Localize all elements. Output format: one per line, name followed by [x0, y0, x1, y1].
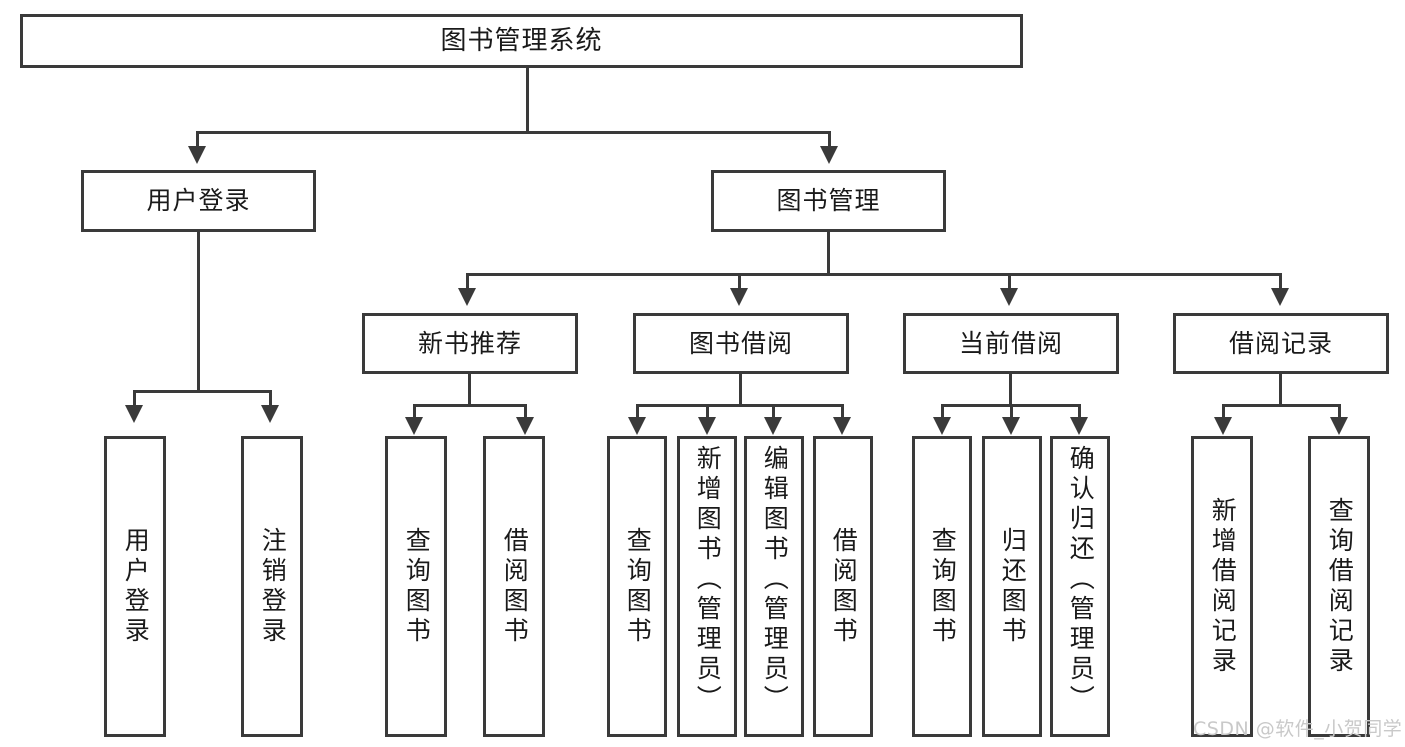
node-root-library-management-system[interactable]: 图书管理系统	[20, 14, 1023, 68]
node-label: 图书管理系统	[440, 25, 603, 56]
node-label: 用户登录	[121, 526, 151, 647]
connector-book-manage-to-book-borrow	[738, 273, 741, 289]
connector-root-bar	[196, 131, 830, 134]
node-label: 用户登录	[146, 186, 251, 216]
arrow-book-borrow-to-leaf-2	[698, 417, 716, 435]
arrow-book-manage-to-book-borrow	[730, 288, 748, 306]
connector-book-manage-to-borrow-record	[1279, 273, 1282, 289]
connector-book-borrow-to-leaf-4	[841, 404, 844, 418]
node-label: 归还图书	[998, 526, 1028, 647]
connector-borrow-record-stem	[1279, 374, 1282, 406]
node-label: 图书借阅	[688, 328, 793, 358]
arrow-current-borrow-to-leaf-3	[1070, 417, 1088, 435]
connector-new-book-bar	[413, 404, 527, 407]
node-current-borrow[interactable]: 当前借阅	[903, 313, 1119, 374]
arrow-new-book-to-leaf-1	[405, 417, 423, 435]
connector-user-login-to-leaf-2	[269, 390, 272, 406]
leaf-borrow-record-query-record[interactable]: 查询借阅记录	[1308, 436, 1370, 737]
connector-root-stem	[526, 68, 529, 131]
arrow-user-login-to-leaf-2	[261, 405, 279, 423]
node-label: 查询图书	[623, 526, 653, 647]
arrow-new-book-to-leaf-2	[516, 417, 534, 435]
node-borrow-record[interactable]: 借阅记录	[1173, 313, 1389, 374]
node-label: 借阅图书	[500, 526, 530, 647]
arrow-current-borrow-to-leaf-2	[1002, 417, 1020, 435]
connector-book-borrow-stem	[739, 374, 742, 406]
connector-current-borrow-stem	[1009, 374, 1012, 406]
node-book-management[interactable]: 图书管理	[711, 170, 946, 232]
arrow-book-borrow-to-leaf-3	[764, 417, 782, 435]
node-label: 查询借阅记录	[1325, 496, 1355, 677]
arrow-book-borrow-to-leaf-4	[833, 417, 851, 435]
connector-book-borrow-bar	[636, 404, 844, 407]
node-user-login[interactable]: 用户登录	[81, 170, 316, 232]
watermark-csdn: CSDN @软件_小贺同学	[1193, 718, 1403, 740]
leaf-book-borrow-add-book[interactable]: 新增图书（管理员）	[677, 436, 737, 737]
node-label: 新增图书（管理员）	[693, 445, 723, 715]
node-new-book-recommend[interactable]: 新书推荐	[362, 313, 578, 374]
leaf-book-borrow-query-book[interactable]: 查询图书	[607, 436, 667, 737]
arrow-borrow-record-to-leaf-1	[1214, 417, 1232, 435]
connector-borrow-record-to-leaf-1	[1222, 404, 1225, 418]
arrow-book-manage-to-borrow-record	[1271, 288, 1289, 306]
node-label: 注销登录	[258, 526, 288, 647]
leaf-book-borrow-borrow-book[interactable]: 借阅图书	[813, 436, 873, 737]
arrow-borrow-record-to-leaf-2	[1330, 417, 1348, 435]
connector-book-borrow-to-leaf-1	[636, 404, 639, 418]
node-label: 新书推荐	[417, 328, 522, 358]
arrow-root-to-book-manage	[820, 146, 838, 164]
leaf-book-borrow-edit-book[interactable]: 编辑图书（管理员）	[744, 436, 804, 737]
connector-new-book-to-leaf-1	[413, 404, 416, 418]
connector-user-login-to-leaf-1	[133, 390, 136, 406]
node-label: 当前借阅	[958, 328, 1063, 358]
connector-root-to-user-login	[196, 131, 199, 147]
connector-user-login-stem	[197, 232, 200, 393]
node-label: 查询图书	[928, 526, 958, 647]
node-label: 确认归还（管理员）	[1066, 445, 1096, 715]
arrow-user-login-to-leaf-1	[125, 405, 143, 423]
connector-current-borrow-to-leaf-3	[1078, 404, 1081, 418]
leaf-current-borrow-query-book[interactable]: 查询图书	[912, 436, 972, 737]
connector-user-login-bar	[133, 390, 272, 393]
connector-current-borrow-to-leaf-1	[941, 404, 944, 418]
connector-borrow-record-bar	[1222, 404, 1340, 407]
node-label: 查询图书	[402, 526, 432, 647]
node-book-borrow[interactable]: 图书借阅	[633, 313, 849, 374]
connector-borrow-record-to-leaf-2	[1338, 404, 1341, 418]
node-label: 图书管理	[776, 186, 881, 216]
leaf-new-book-query-book[interactable]: 查询图书	[385, 436, 447, 737]
connector-book-borrow-to-leaf-3	[772, 404, 775, 418]
leaf-new-book-borrow-book[interactable]: 借阅图书	[483, 436, 545, 737]
connector-book-manage-bar	[466, 273, 1282, 276]
leaf-user-login-logout[interactable]: 注销登录	[241, 436, 303, 737]
connector-new-book-stem	[468, 374, 471, 406]
node-label: 借阅图书	[829, 526, 859, 647]
connector-book-manage-stem	[827, 232, 830, 274]
node-label: 借阅记录	[1228, 328, 1333, 358]
arrow-root-to-user-login	[188, 146, 206, 164]
arrow-book-manage-to-current-borrow	[1000, 288, 1018, 306]
leaf-borrow-record-add-record[interactable]: 新增借阅记录	[1191, 436, 1253, 737]
leaf-current-borrow-return-book[interactable]: 归还图书	[982, 436, 1042, 737]
leaf-user-login-login[interactable]: 用户登录	[104, 436, 166, 737]
connector-current-borrow-to-leaf-2	[1010, 404, 1013, 418]
node-label: 编辑图书（管理员）	[760, 445, 790, 715]
arrow-book-borrow-to-leaf-1	[628, 417, 646, 435]
connector-root-to-book-manage	[828, 131, 831, 147]
arrow-current-borrow-to-leaf-1	[933, 417, 951, 435]
leaf-current-borrow-confirm-return[interactable]: 确认归还（管理员）	[1050, 436, 1110, 737]
node-label: 新增借阅记录	[1208, 496, 1238, 677]
arrow-book-manage-to-new-book	[458, 288, 476, 306]
connector-new-book-to-leaf-2	[524, 404, 527, 418]
connector-book-manage-to-current-borrow	[1008, 273, 1011, 289]
connector-book-borrow-to-leaf-2	[706, 404, 709, 418]
connector-book-manage-to-new-book	[466, 273, 469, 289]
